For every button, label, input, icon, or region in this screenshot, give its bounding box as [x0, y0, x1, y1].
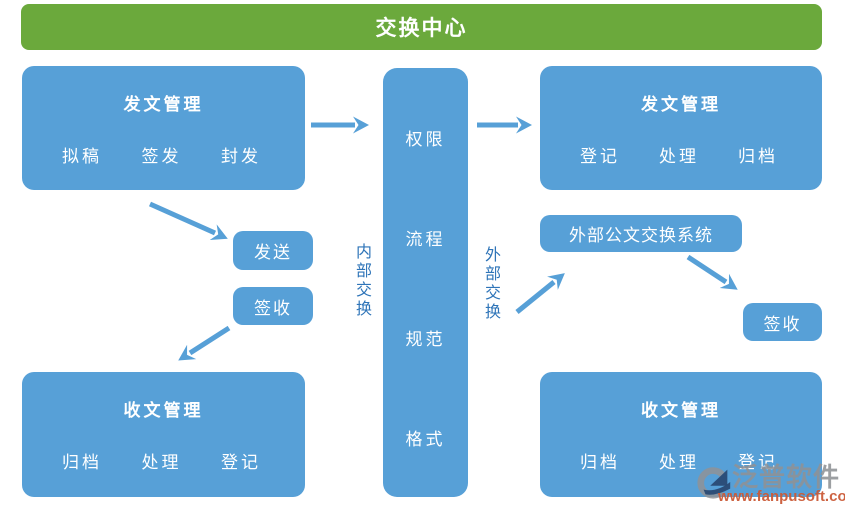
- box-outgoing-management-left: 发文管理 拟稿 签发 封发: [22, 66, 305, 190]
- banner-exchange-center: 交换中心: [21, 4, 822, 50]
- item-archive: 归档: [738, 147, 778, 166]
- box-items: 归档 处理 登记: [580, 448, 778, 473]
- box-items: 登记 处理 归档: [580, 142, 778, 167]
- box-sign-left-label: 签收: [254, 298, 292, 318]
- box-title: 收文管理: [123, 401, 204, 420]
- box-title: 收文管理: [641, 401, 721, 420]
- label-external-exchange: 外部交换: [482, 246, 499, 322]
- item-seal-send: 封发: [221, 147, 261, 166]
- box-external-exchange-label: 外部公文交换系统: [569, 226, 713, 245]
- item-archive: 归档: [62, 453, 102, 472]
- item-handle: 处理: [659, 453, 699, 472]
- item-handle: 处理: [659, 147, 699, 166]
- item-draft: 拟稿: [62, 147, 102, 166]
- banner-title: 交换中心: [375, 17, 468, 40]
- box-outgoing-management-right: 发文管理 登记 处理 归档: [540, 66, 822, 190]
- label-internal-exchange: 内部交换: [353, 243, 370, 319]
- item-archive: 归档: [580, 453, 620, 472]
- item-standard: 规范: [405, 330, 446, 349]
- watermark: 泛普软件 www.fanpusoft.com: [694, 457, 845, 515]
- box-items: 归档 处理 登记: [62, 448, 261, 473]
- arrow-outgoing-to-send: [148, 201, 228, 240]
- box-incoming-management-right: 收文管理 归档 处理 登记: [540, 372, 822, 497]
- arrow-external-to-system: [515, 273, 565, 314]
- box-items: 拟稿 签发 封发: [62, 142, 261, 167]
- box-send: 发送: [233, 231, 313, 270]
- item-register: 登记: [580, 147, 620, 166]
- watermark-brand-name: 泛普软件: [732, 462, 841, 492]
- arrow-sign-to-incoming: [178, 325, 231, 361]
- fanpu-logo-icon: [697, 467, 731, 499]
- item-issue: 签发: [141, 147, 182, 166]
- item-process: 流程: [405, 230, 446, 249]
- item-register: 登记: [221, 453, 261, 472]
- item-register: 登记: [738, 453, 778, 472]
- box-exchange-rules: 权限 流程 规范 格式: [383, 68, 468, 497]
- item-format: 格式: [405, 430, 446, 449]
- box-title: 发文管理: [641, 95, 721, 114]
- item-permission: 权限: [405, 130, 446, 149]
- box-sign-left: 签收: [233, 287, 313, 325]
- box-sign-right-label: 签收: [763, 314, 802, 334]
- item-handle: 处理: [141, 453, 182, 472]
- box-title: 发文管理: [123, 95, 204, 114]
- arrow-system-to-sign: [686, 254, 738, 290]
- box-sign-right: 签收: [743, 303, 822, 341]
- watermark-url: www.fanpusoft.com: [718, 488, 845, 505]
- box-incoming-management-left: 收文管理 归档 处理 登记: [22, 372, 305, 497]
- box-external-exchange-system: 外部公文交换系统: [540, 215, 742, 252]
- box-send-label: 发送: [254, 243, 292, 262]
